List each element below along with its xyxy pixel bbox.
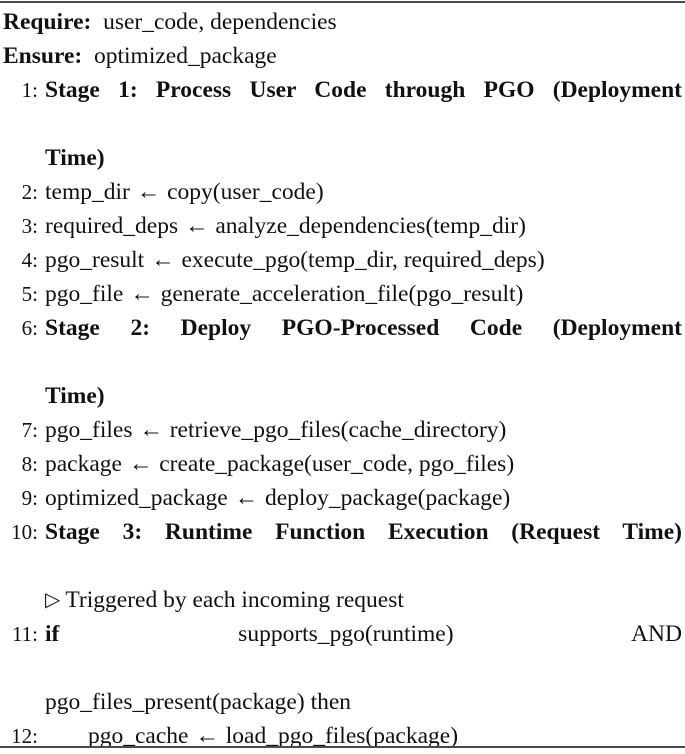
assign-rhs: deploy_package(package) — [264, 485, 511, 511]
assign-arrow-icon: ← — [185, 213, 209, 239]
assign-arrow-icon: ← — [151, 247, 175, 273]
line-number: 6: — [21, 316, 38, 340]
algorithm-line: 6: Stage 2: Deploy PGO-Processed Code (D… — [0, 311, 685, 379]
then-keyword: then — [310, 689, 352, 715]
line-text: optimized_package ← deploy_package(packa… — [45, 481, 682, 515]
assign-lhs: required_deps — [45, 213, 179, 239]
line-text: pgo_file ← generate_acceleration_file(pg… — [45, 277, 682, 311]
assign-rhs: execute_pgo(temp_dir, required_deps) — [181, 247, 545, 273]
line-text: temp_dir ← copy(user_code) — [45, 175, 682, 209]
assign-lhs: pgo_cache — [88, 723, 189, 749]
assign-lhs: pgo_file — [45, 281, 124, 307]
algorithm-line: 2: temp_dir ← copy(user_code) — [0, 175, 685, 209]
assign-rhs: retrieve_pgo_files(cache_directory) — [169, 417, 507, 443]
algorithm-line: 1: Stage 1: Process User Code through PG… — [0, 73, 685, 141]
assign-lhs: pgo_files — [45, 417, 133, 443]
line-number: 8: — [21, 452, 38, 476]
assign-arrow-icon: ← — [234, 485, 259, 511]
line-text: Stage 1: Process User Code through PGO (… — [45, 77, 682, 103]
assign-arrow-icon: ← — [128, 451, 153, 477]
line-text: Stage 3: Runtime Function Execution (Req… — [45, 519, 682, 545]
line-continuation: Time) — [45, 383, 105, 409]
line-number: 11: — [11, 622, 38, 646]
if-condition-continued: pgo_files_present(package) — [45, 689, 305, 715]
assign-arrow-icon: ← — [130, 281, 154, 307]
assign-rhs: generate_acceleration_file(pgo_result) — [160, 281, 524, 307]
assign-rhs: analyze_dependencies(temp_dir) — [215, 213, 526, 239]
ensure-row: Ensure: optimized_package — [0, 40, 685, 74]
line-number: 3: — [21, 214, 38, 238]
assign-arrow-icon: ← — [136, 179, 161, 205]
line-continuation: Time) — [45, 145, 105, 171]
line-number: 7: — [21, 418, 38, 442]
algorithm-comment: ▷Triggered by each incoming request — [0, 583, 685, 617]
top-rule — [0, 1, 685, 3]
require-row: Require: user_code, dependencies — [0, 6, 685, 40]
line-text: pgo_cache ← load_pgo_files(package) — [88, 719, 682, 753]
algorithm-line: 11: if supports_pgo(runtime) AND — [0, 617, 685, 685]
bottom-rule — [0, 746, 685, 748]
line-text: package ← create_package(user_code, pgo_… — [45, 447, 682, 481]
line-text: pgo_files ← retrieve_pgo_files(cache_dir… — [45, 413, 682, 447]
algorithm-line: 9: optimized_package ← deploy_package(pa… — [0, 481, 685, 515]
assign-lhs: package — [45, 451, 122, 477]
line-text: if supports_pgo(runtime) AND — [45, 617, 682, 685]
assign-lhs: temp_dir — [45, 179, 130, 205]
line-text: required_deps ← analyze_dependencies(tem… — [45, 209, 682, 243]
comment-triangle-icon: ▷ — [45, 589, 61, 611]
line-text: Stage 2: Deploy PGO-Processed Code (Depl… — [45, 315, 682, 341]
algorithm-line: 5: pgo_file ← generate_acceleration_file… — [0, 277, 685, 311]
require-keyword: Require: — [3, 9, 92, 35]
algorithm-line: 10: Stage 3: Runtime Function Execution … — [0, 515, 685, 583]
comment-text: Triggered by each incoming request — [65, 587, 404, 613]
assign-lhs: optimized_package — [45, 485, 228, 511]
assign-arrow-icon: ← — [195, 723, 219, 749]
line-number: 12: — [11, 724, 38, 748]
if-condition-operator: AND — [631, 621, 682, 647]
require-value: user_code, dependencies — [103, 9, 337, 35]
assign-rhs: copy(user_code) — [167, 179, 324, 205]
assign-rhs: load_pgo_files(package) — [225, 723, 459, 749]
algorithm-line: 8: package ← create_package(user_code, p… — [0, 447, 685, 481]
algorithm-line: 3: required_deps ← analyze_dependencies(… — [0, 209, 685, 243]
line-number: 9: — [21, 486, 38, 510]
if-condition: supports_pgo(runtime) — [238, 621, 454, 647]
line-number: 4: — [21, 248, 38, 272]
algorithm-line: 12: pgo_cache ← load_pgo_files(package) — [0, 719, 685, 753]
line-text: pgo_result ← execute_pgo(temp_dir, requi… — [45, 243, 682, 277]
line-number: 1: — [21, 78, 38, 102]
assign-arrow-icon: ← — [139, 417, 163, 443]
if-keyword: if — [45, 621, 60, 647]
line-number: 2: — [21, 180, 38, 204]
ensure-value: optimized_package — [93, 42, 277, 69]
assign-rhs: create_package(user_code, pgo_files) — [159, 451, 515, 477]
algorithm-body: Require: user_code, dependencies Ensure:… — [0, 6, 685, 754]
algorithm-line: 4: pgo_result ← execute_pgo(temp_dir, re… — [0, 243, 685, 277]
algorithm-line: 7: pgo_files ← retrieve_pgo_files(cache_… — [0, 413, 685, 447]
ensure-keyword: Ensure: — [3, 42, 83, 69]
line-number: 10: — [11, 520, 38, 544]
line-continuation: pgo_files_present(package) then — [0, 685, 685, 719]
line-number: 5: — [21, 282, 38, 306]
assign-lhs: pgo_result — [45, 247, 145, 273]
